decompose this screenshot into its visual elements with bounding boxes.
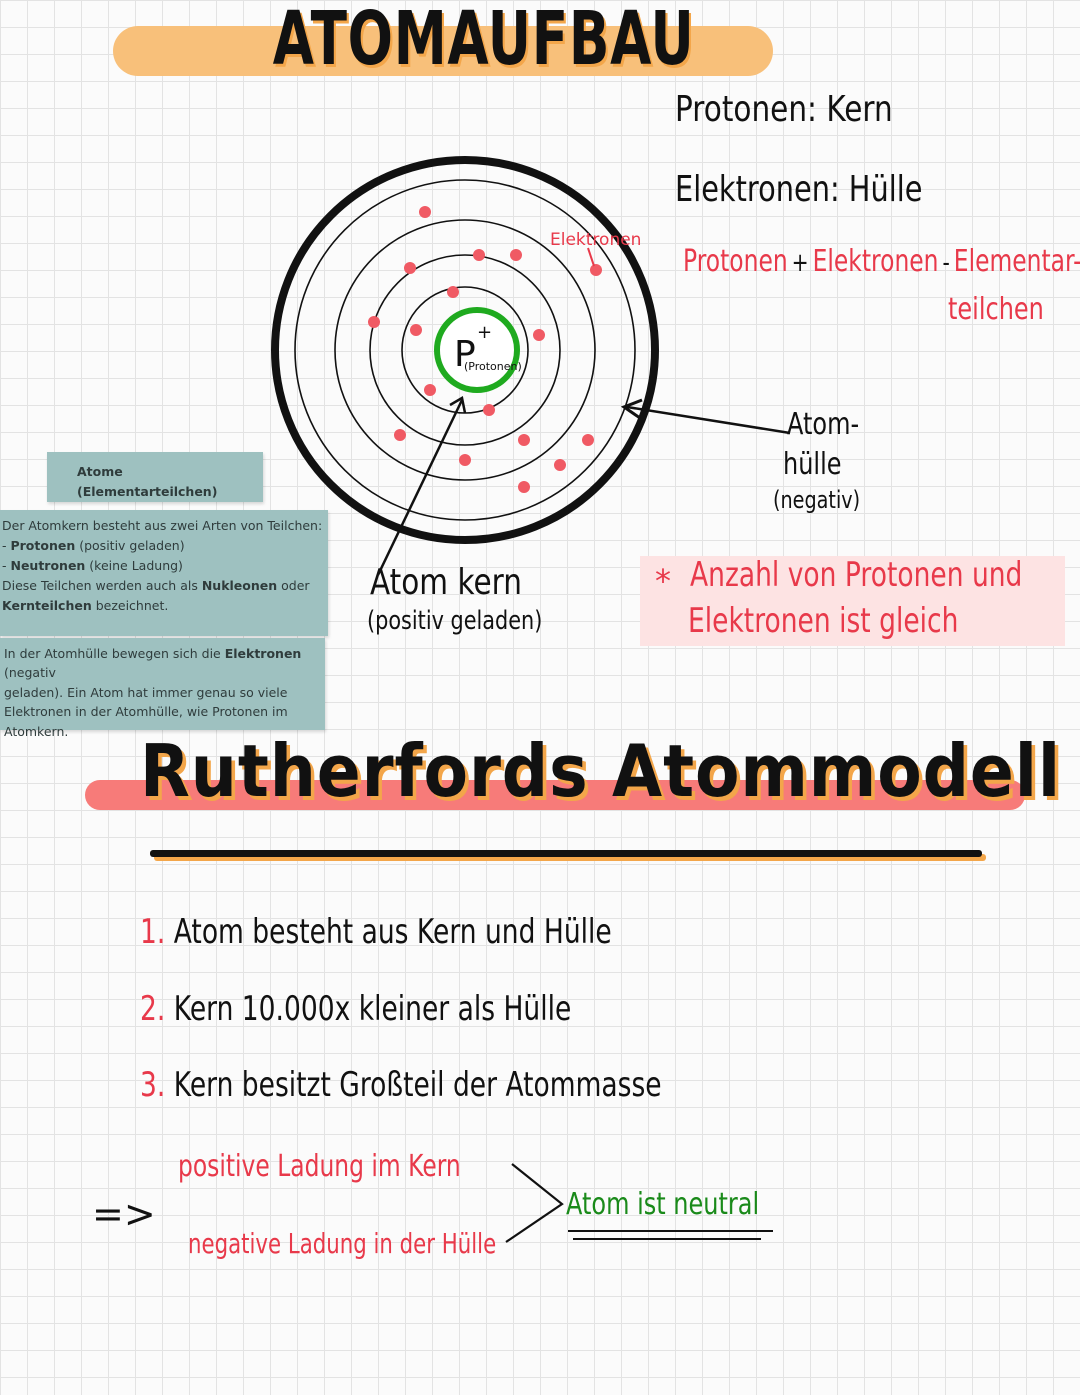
electron <box>459 454 471 466</box>
list-item: 2. Kern 10.000x kleiner als Hülle <box>140 989 572 1029</box>
electron <box>533 329 545 341</box>
conclusion-result: Atom ist neutral <box>566 1187 760 1222</box>
callout-line-1: Anzahl von Protonen und <box>690 555 1023 595</box>
note-part-elementar: Elementar- <box>953 244 1080 279</box>
card-body-2: In der Atomhülle bewegen sich die Elektr… <box>0 638 325 739</box>
orbit-4 <box>294 179 636 521</box>
electron <box>424 384 436 396</box>
electron <box>518 434 530 446</box>
callout-star: * <box>655 562 671 600</box>
electron <box>404 262 416 274</box>
hull-label-2: hülle <box>783 447 842 482</box>
nucleus-symbol: P <box>454 334 476 375</box>
result-underline-2 <box>573 1238 761 1240</box>
callout-line-2: Elektronen ist gleich <box>688 601 959 641</box>
note-protonen: Protonen: Kern <box>675 89 893 130</box>
electron <box>582 434 594 446</box>
electron-arrow <box>587 247 595 267</box>
card-line: Der Atomkern besteht aus zwei Arten von … <box>2 518 323 533</box>
card-body-1: Der Atomkern besteht aus zwei Arten von … <box>0 510 328 636</box>
note-part-protonen: Protonen <box>683 244 788 279</box>
brace-icon <box>505 1163 564 1243</box>
nucleus <box>434 307 520 393</box>
electron <box>518 481 530 493</box>
electron <box>447 286 459 298</box>
hull-label-1: Atom- <box>787 407 860 442</box>
electron <box>554 459 566 471</box>
card-line: Elektronen in der Atomhülle, wie Protone… <box>4 704 288 720</box>
electron <box>590 264 602 276</box>
card-line: Kernteilchen bezeichnet. <box>2 598 169 613</box>
note-part-elektronen: Elektronen <box>812 244 939 279</box>
kern-label-2: (positiv geladen) <box>367 606 543 636</box>
electron-label: Elektronen <box>550 230 641 250</box>
card-line: - Protonen (positiv geladen) <box>2 538 185 553</box>
kern-arrow <box>376 399 464 576</box>
nucleus-sub: (Protonen) <box>464 360 522 373</box>
card-line: Diese Teilchen werden auch als Nukleonen… <box>2 578 310 593</box>
positive-charge-text: positive Ladung im Kern <box>178 1149 461 1184</box>
section-title: Rutherfords Atommodell <box>140 729 1061 813</box>
hull-arrow <box>626 405 791 435</box>
result-underline-1 <box>568 1230 773 1232</box>
section-highlight <box>85 780 1025 810</box>
kern-arrowhead <box>449 396 467 414</box>
card-line: - Neutronen (keine Ladung) <box>2 558 183 573</box>
electron <box>473 249 485 261</box>
electron <box>394 429 406 441</box>
card-line: geladen). Ein Atom hat immer genau so vi… <box>4 684 288 700</box>
electron <box>483 404 495 416</box>
page-title: ATOMAUFBAU <box>272 0 695 82</box>
plus-sign: + <box>791 248 809 278</box>
card-line: In der Atomhülle bewegen sich die Elektr… <box>4 646 302 681</box>
nucleus-charge: + <box>477 322 492 343</box>
note-teilchen: teilchen <box>948 292 1044 327</box>
dash-sign: - <box>942 248 950 278</box>
note-elektronen: Elektronen: Hülle <box>675 169 923 210</box>
note-elementarteilchen: Protonen + Elektronen - Elementar- <box>683 247 1080 277</box>
card-heading-text: Atome (Elementarteilchen) <box>77 464 218 499</box>
callout-box <box>640 556 1065 646</box>
list-item: 3. Kern besitzt Großteil der Atommasse <box>140 1065 662 1105</box>
card-heading: Atome (Elementarteilchen) <box>47 452 263 502</box>
electron <box>410 324 422 336</box>
card-line: Atomkern. <box>4 723 69 739</box>
kern-label-1: Atom kern <box>370 562 522 603</box>
implies-arrow: => <box>92 1192 156 1236</box>
negative-charge-text: negative Ladung in der Hülle <box>188 1227 497 1260</box>
title-highlight <box>113 26 773 76</box>
outer-ring <box>271 156 659 544</box>
orbit-2 <box>369 254 561 446</box>
electron <box>368 316 380 328</box>
electrons <box>368 206 602 493</box>
hull-arrowhead <box>620 398 643 420</box>
electron <box>419 206 431 218</box>
list-item: 1. Atom besteht aus Kern und Hülle <box>140 912 612 952</box>
hull-label-3: (negativ) <box>773 486 861 514</box>
electron <box>510 249 522 261</box>
section-underline <box>150 850 982 857</box>
orbit-3 <box>334 219 596 481</box>
